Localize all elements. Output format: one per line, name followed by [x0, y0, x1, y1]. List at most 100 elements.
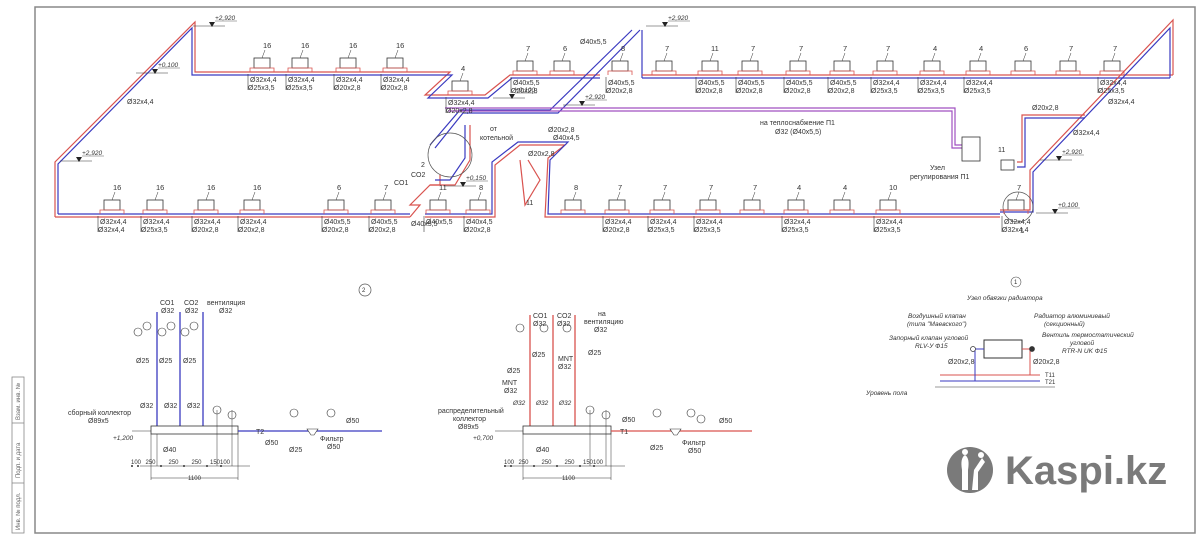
radiator-leader [797, 52, 802, 62]
pipe-diam-1: Ø32x4,4 [1100, 80, 1127, 87]
radiator-sections: 7 [384, 183, 388, 192]
return-vent: вентиляция [207, 300, 245, 307]
dimension-tick [183, 465, 185, 467]
callout-circle-2-plan [427, 132, 473, 178]
radiator: 7 [1055, 44, 1081, 75]
radiator-sections: 8 [479, 183, 483, 192]
return-valve-d-3: Ø25 [183, 358, 196, 365]
radiator-connection [1055, 70, 1081, 75]
radiator-leader [524, 52, 529, 62]
dimension-label: 250 [519, 460, 530, 466]
supply-valve-d-2: Ø25 [507, 368, 520, 375]
radiator-leader [251, 191, 256, 201]
radiator-leader [977, 52, 982, 62]
radiator-leader [299, 49, 304, 59]
radiator-t21: T21 [1045, 380, 1056, 386]
radiator-leader [884, 52, 889, 62]
dimension-tick [593, 465, 595, 467]
radiator-pipe-left: Ø20x2,8 [948, 359, 975, 366]
level-mark: +2,920 [563, 94, 607, 106]
supply-mnt-d-1: Ø32 [558, 364, 571, 371]
dimension-label: 100 [220, 460, 231, 466]
dimension-tick [131, 465, 133, 467]
return-level: +1,200 [113, 435, 133, 442]
radiator-box [429, 199, 447, 211]
radiator-sections: 16 [301, 41, 309, 50]
radiator-sections: 7 [709, 183, 713, 192]
radiator-connection [649, 209, 675, 214]
radiator-sections: 16 [253, 183, 261, 192]
dimension-tick [533, 465, 535, 467]
level-value: +0,150 [466, 175, 486, 182]
radiator-connection [1099, 70, 1125, 75]
radiator-leader [261, 49, 266, 59]
radiator-connection [875, 209, 901, 214]
radiator-sections: 16 [263, 41, 271, 50]
supply-filter: Фильтр [682, 440, 706, 447]
radiator-connection [785, 70, 811, 75]
supply-collector-name-1: распределительный [438, 407, 504, 415]
callout-circle-2 [358, 283, 372, 297]
mid-riser-diam: Ø40x5,5 [580, 39, 607, 46]
return-pipe-left-loop [57, 26, 262, 214]
radiator-box [879, 199, 897, 211]
pipe-diam-2: Ø20x2,8 [784, 88, 811, 95]
radiator-connection [512, 70, 538, 75]
level-value: +0,100 [515, 87, 535, 94]
radiator-sections: 7 [799, 44, 803, 53]
radiator-sections: 16 [113, 183, 121, 192]
level-value: +2,920 [82, 150, 102, 157]
stamp-sign-date: Подп. и дата [16, 442, 22, 478]
radiator-sections: 6 [1024, 44, 1028, 53]
radiator-sections: 8 [621, 44, 625, 53]
radiator-sections: 4 [843, 183, 847, 192]
radiator-sections: 7 [618, 183, 622, 192]
pipe-diam-1: Ø40x5,5 [608, 80, 635, 87]
radiator-leader [931, 52, 936, 62]
radiator-connection [697, 70, 723, 75]
air-valve-label-1: Воздушный клапан [908, 312, 966, 320]
radiator-connection [1010, 70, 1036, 75]
radiator-connection [829, 209, 855, 214]
return-collector-body [150, 425, 239, 435]
pipe-diam-1: Ø32x4,4 [966, 80, 993, 87]
radiator-sections: 7 [663, 183, 667, 192]
radiator-leader [1067, 52, 1072, 62]
dimension-tick [206, 465, 208, 467]
pipe-diam-2: Ø25x3,5 [964, 88, 991, 95]
dimension-label: 250 [169, 460, 180, 466]
pipe-diam-1: Ø32x4,4 [605, 219, 632, 226]
pipe-diam-2: Ø20x2,8 [238, 227, 265, 234]
radiator-connection [737, 70, 763, 75]
radiator-sections: 7 [665, 44, 669, 53]
radiator-connection [465, 209, 491, 214]
radiator-box [469, 199, 487, 211]
supply-valve-d-3: Ø25 [588, 350, 601, 357]
pipe-diam-2: Ø20x2,8 [369, 227, 396, 234]
return-total-dim: 1100 [188, 476, 202, 482]
level-mark: +2,920 [1040, 149, 1084, 161]
radiator-connection [872, 70, 898, 75]
pipe-diam-2: Ø32x4,4 [98, 227, 125, 234]
radiator-sections: 11 [711, 44, 719, 53]
radiator-sections: 6 [337, 183, 341, 192]
pipe-diam-2: Ø20x2,8 [322, 227, 349, 234]
supply-level: +0,700 [473, 435, 493, 442]
return-v1-d: Ø50 [265, 440, 278, 447]
radiator-sections: 11 [439, 183, 447, 192]
radiator-connection [142, 209, 168, 214]
pipe-diam-1: Ø32x4,4 [448, 100, 475, 107]
